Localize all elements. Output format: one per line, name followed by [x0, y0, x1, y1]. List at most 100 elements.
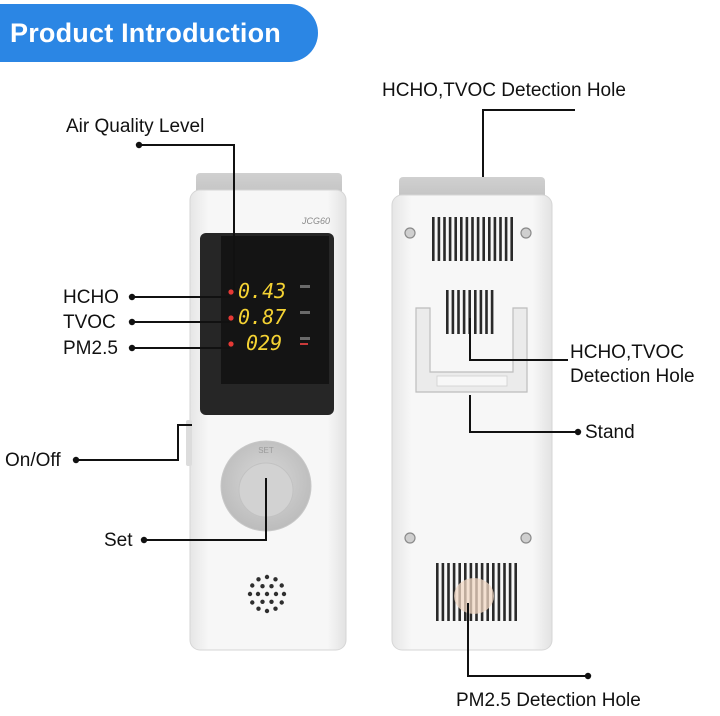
- set-label: Set: [104, 530, 133, 551]
- callout-dot: [135, 141, 143, 149]
- speaker-hole: [264, 591, 270, 597]
- speaker-hole: [279, 600, 284, 605]
- speaker-hole: [250, 583, 255, 588]
- set-button-text: SET: [258, 446, 274, 455]
- unit-mark: [300, 311, 310, 314]
- speaker-hole: [269, 599, 274, 604]
- tvoc-indicator: [228, 315, 234, 321]
- vent-slot: [482, 217, 485, 261]
- speaker-hole: [260, 584, 265, 589]
- vent-slot: [447, 563, 450, 621]
- vent-slot: [490, 290, 494, 334]
- screw: [520, 532, 532, 544]
- banner-title: Product Introduction: [10, 18, 281, 48]
- stand-bar: [436, 375, 508, 387]
- unit-mark: [300, 343, 308, 345]
- vent-slot: [488, 217, 491, 261]
- vent-slot: [465, 217, 469, 261]
- callout-set: [144, 478, 267, 541]
- vent-slot: [436, 563, 439, 621]
- on-off-label: On/Off: [5, 450, 61, 471]
- unit-mark: [300, 285, 310, 288]
- speaker-hole: [279, 583, 284, 588]
- callout-dot: [128, 293, 136, 301]
- callout-dot: [128, 318, 136, 326]
- speaker-hole: [250, 600, 255, 605]
- back-detection-hole-label-line2: Detection Hole: [570, 366, 695, 387]
- pm25-label: PM2.5: [63, 338, 118, 359]
- speaker-hole: [256, 606, 261, 611]
- callout-lines: [76, 109, 588, 677]
- vent-slot: [474, 290, 477, 334]
- speaker-hole: [247, 591, 253, 597]
- vent-slot: [514, 563, 517, 621]
- callout-dot: [584, 672, 592, 680]
- screw: [520, 227, 532, 239]
- back-middle-vent: [446, 290, 494, 334]
- vent-slot: [493, 217, 497, 261]
- vent-slot: [485, 290, 488, 334]
- vent-slot: [479, 290, 483, 334]
- vent-slot: [443, 217, 446, 261]
- vent-slot: [510, 217, 513, 261]
- speaker-hole: [260, 599, 265, 604]
- top-detection-hole-label: HCHO,TVOC Detection Hole: [382, 80, 626, 101]
- front-device: JCG60 0.43 0.87 029 SET: [186, 173, 347, 651]
- pm25-sensor-glimpse: [454, 578, 494, 614]
- power-button: [186, 420, 192, 466]
- air-quality-level-label: Air Quality Level: [66, 116, 205, 137]
- vent-slot: [451, 290, 455, 334]
- callout-dot: [140, 536, 148, 544]
- vent-slot: [452, 563, 456, 621]
- hcho-reading: 0.43: [238, 279, 286, 303]
- callout-top-hole: [482, 109, 575, 177]
- screw: [404, 532, 416, 544]
- callout-on-off: [76, 424, 192, 461]
- hcho-label: HCHO: [63, 287, 119, 308]
- vent-slot: [504, 217, 508, 261]
- vent-slot: [471, 217, 474, 261]
- speaker-hole: [273, 577, 278, 582]
- callout-dots: [72, 141, 592, 680]
- vent-slot: [499, 217, 502, 261]
- speaker-hole: [256, 577, 261, 582]
- vent-slot: [503, 563, 506, 621]
- vent-slot: [448, 217, 452, 261]
- tvoc-label: TVOC: [63, 312, 116, 333]
- vent-slot: [468, 290, 471, 334]
- back-device: [391, 177, 553, 651]
- callout-dot: [72, 456, 80, 464]
- vent-slot: [454, 217, 457, 261]
- stand-label: Stand: [585, 422, 635, 443]
- speaker-hole: [273, 606, 278, 611]
- callout-dot: [128, 344, 136, 352]
- title-banner: Product Introduction: [0, 4, 318, 62]
- speaker-hole: [269, 584, 274, 589]
- vent-slot: [432, 217, 435, 261]
- vent-slot: [437, 217, 441, 261]
- back-detection-hole-label-line1: HCHO,TVOC: [570, 342, 684, 363]
- vent-slot: [497, 563, 501, 621]
- callout-air-quality-level: [139, 144, 235, 290]
- back-top-vent: [432, 217, 513, 261]
- model-label: JCG60: [301, 216, 330, 226]
- speaker-hole: [281, 591, 287, 597]
- vent-slot: [446, 290, 449, 334]
- callout-stand: [469, 395, 578, 433]
- vent-slot: [462, 290, 466, 334]
- vent-slot: [457, 290, 460, 334]
- speaker-grille: [247, 574, 287, 614]
- speaker-hole: [264, 608, 270, 614]
- vent-slot: [476, 217, 480, 261]
- screw: [404, 227, 416, 239]
- stand-frame: [415, 307, 528, 393]
- speaker-hole: [264, 574, 270, 580]
- back-body: [391, 194, 553, 651]
- tvoc-reading: 0.87: [238, 305, 286, 329]
- hcho-indicator: [228, 289, 234, 295]
- unit-mark: [300, 337, 310, 340]
- display-window: [221, 236, 329, 384]
- vent-slot: [508, 563, 512, 621]
- vent-slot: [460, 217, 463, 261]
